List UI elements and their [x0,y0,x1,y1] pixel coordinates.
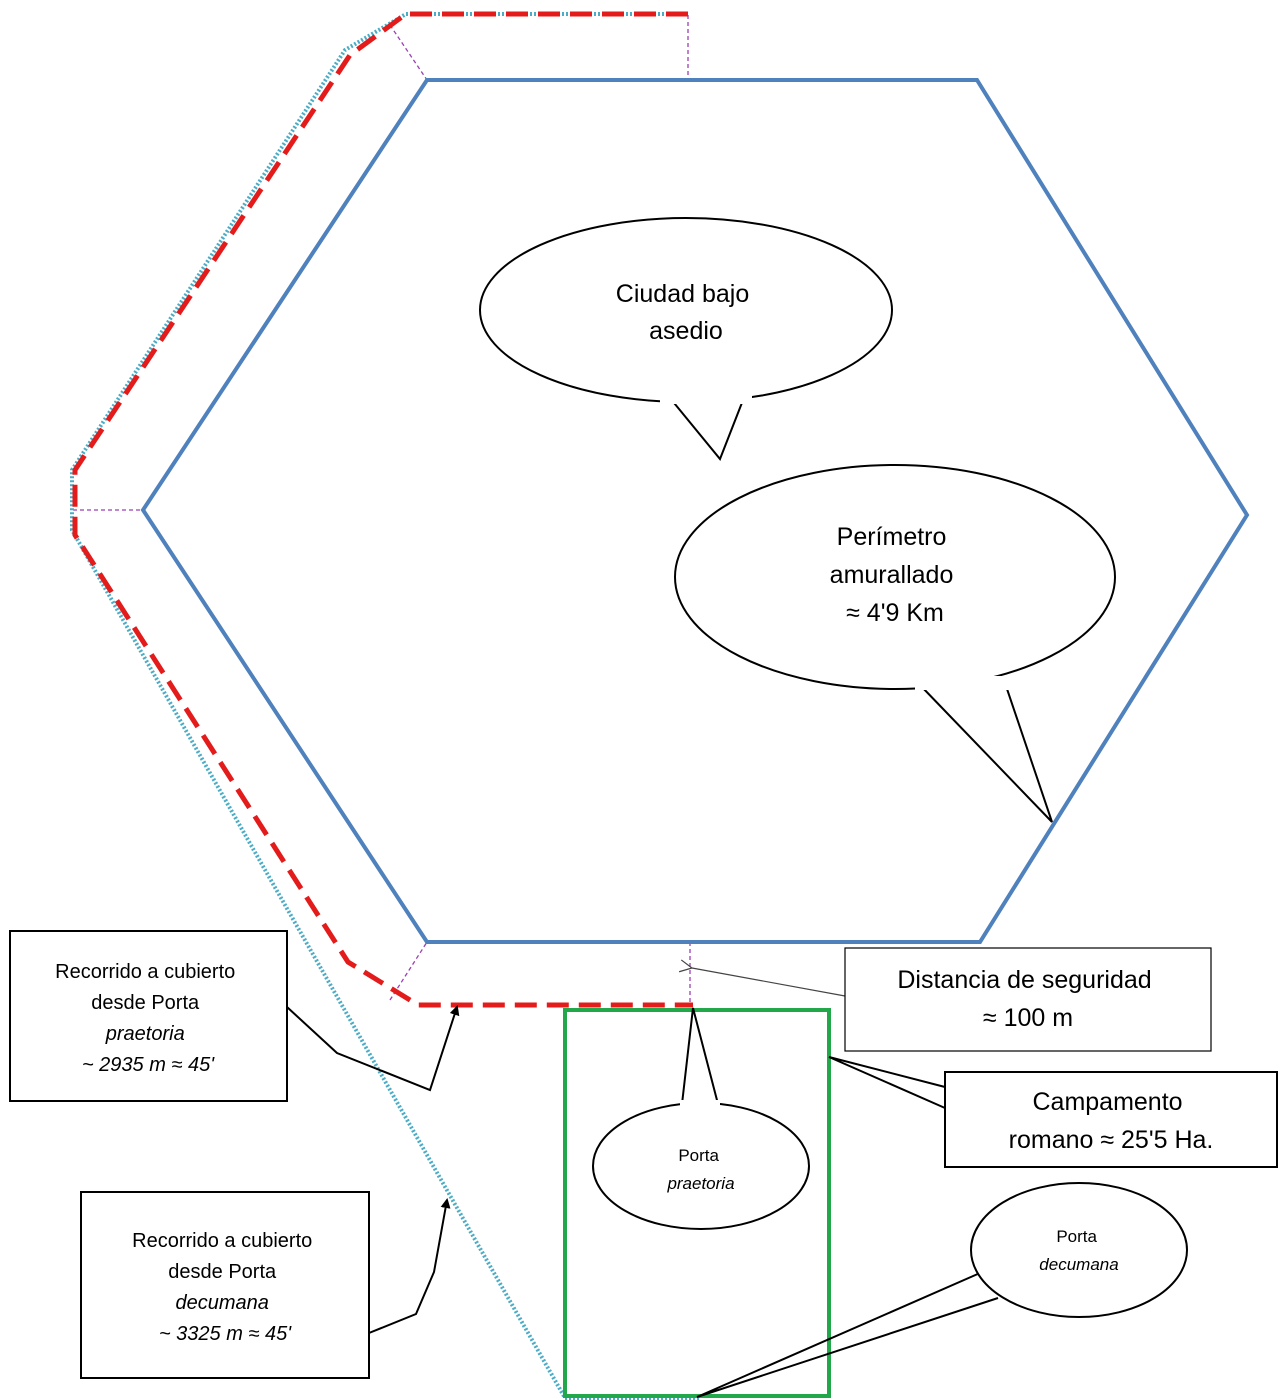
route-praetoria-label-line2: desde Porta [91,992,200,1014]
svg-text:Perímetro amurallado: Perímetro amurallado ≈ 4'9 Km [830,523,961,627]
porta-decumana-callout: Porta decumana [696,1182,1188,1398]
city-wall-hexagon [140,78,1250,944]
route-decumana-label-line3: decumana [176,1292,269,1314]
safety-distance-callout: Distancia de seguridad ≈ 100 m [692,947,1212,1052]
svg-text:Recorrido a cubierto des: Recorrido a cubierto desde Porta praetor… [55,961,241,1076]
route-praetoria-line [72,11,693,1008]
city-label-line1: Ciudad bajo [616,280,749,308]
city-label-line2: asedio [649,317,723,345]
route-decumana-label-line4: ~ 3325 m ≈ 45' [159,1323,292,1345]
route-praetoria-callout: Recorrido a cubierto desde Porta praetor… [9,930,460,1102]
porta-praetoria-label-line1: Porta [678,1146,719,1165]
safety-label-line1: Distancia de seguridad [897,966,1151,994]
perimeter-label-line3: ≈ 4'9 Km [846,599,944,627]
porta-decumana-label-line1: Porta [1056,1227,1097,1246]
porta-praetoria-label-line2: praetoria [666,1174,734,1193]
safety-offset-lines [73,15,691,1005]
route-decumana-callout: Recorrido a cubierto desde Porta decuman… [80,1191,451,1379]
camp-callout: Campamento romano ≈ 25'5 Ha. [828,1056,1278,1168]
svg-text:Recorrido a cubierto des: Recorrido a cubierto desde Porta decuman… [132,1230,318,1345]
route-praetoria-label-line3: praetoria [105,1023,185,1045]
route-praetoria-label-line1: Recorrido a cubierto [55,961,235,983]
porta-decumana-label-line2: decumana [1039,1255,1118,1274]
camp-label-line2: romano ≈ 25'5 Ha. [1009,1126,1214,1154]
svg-text:Distancia de seguridad ≈: Distancia de seguridad ≈ 100 m [897,966,1158,1032]
porta-praetoria-callout: Porta praetoria [592,1007,810,1230]
route-decumana-line [70,12,700,1400]
svg-text:Campamento romano ≈ 25'5: Campamento romano ≈ 25'5 Ha. [1009,1088,1214,1154]
perimeter-callout: Perímetro amurallado ≈ 4'9 Km [674,464,1116,823]
safety-label-line2: ≈ 100 m [983,1004,1073,1032]
perimeter-label-line2: amurallado [830,561,954,589]
svg-text:Porta praetoria: Porta praetoria [666,1146,734,1193]
camp-label-line1: Campamento [1032,1088,1182,1116]
route-praetoria-label-line4: ~ 2935 m ≈ 45' [82,1054,215,1076]
perimeter-label-line1: Perímetro [837,523,947,551]
route-decumana-label-line1: Recorrido a cubierto [132,1230,312,1252]
city-callout: Ciudad bajo asedio [479,217,893,461]
svg-text:Ciudad bajo asedio: Ciudad bajo asedio [616,280,756,345]
svg-text:Porta decumana: Porta decumana [1039,1227,1118,1274]
route-decumana-label-line2: desde Porta [168,1261,277,1283]
